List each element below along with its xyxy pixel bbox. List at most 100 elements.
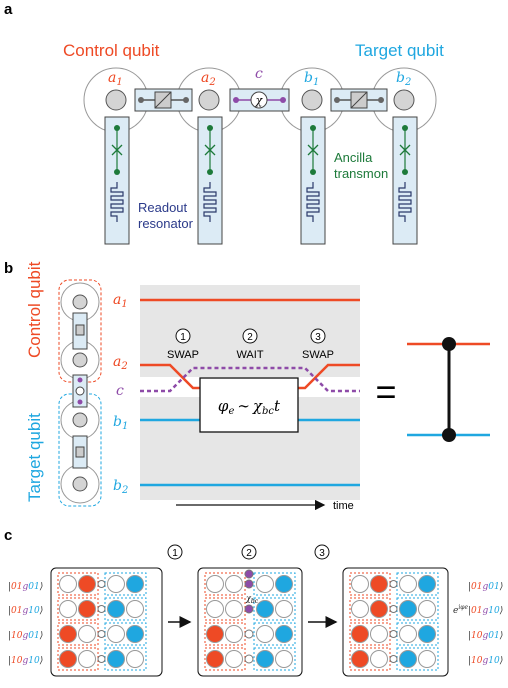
step-2: 2 WAIT <box>236 328 264 361</box>
wait-row-2-control-box <box>204 597 246 621</box>
right-state-4: |10g10⟩ <box>468 656 503 666</box>
state-rows <box>57 569 439 671</box>
initial-row-1-target-box <box>104 572 147 596</box>
svg-text:2: 2 <box>246 548 252 559</box>
initial-row-2-mode-b2 <box>126 600 144 618</box>
initial-row-1-mode-b2 <box>126 575 144 593</box>
svg-text:1: 1 <box>172 548 178 559</box>
initial-row-2-control-box <box>57 597 99 621</box>
initial-row-1-coupler <box>97 580 106 588</box>
final-row-4-mode-a2 <box>370 650 388 668</box>
initial-row-3-mode-b1 <box>107 625 125 643</box>
final-row-2-coupler <box>389 605 398 613</box>
wait-row-4-target-box <box>253 647 296 671</box>
final-row-1-coupler <box>389 580 398 588</box>
initial-row-3-mode-b2 <box>126 625 144 643</box>
phase-box <box>199 377 299 433</box>
final-row-4-mode-b1 <box>399 650 417 668</box>
step-1-label: SWAP <box>167 349 199 361</box>
wait-row-4-control-box <box>204 647 246 671</box>
final-row-2-target-box <box>396 597 439 621</box>
left-state-4: |10g10⟩ <box>8 656 43 666</box>
panel-b-label: b <box>4 260 13 277</box>
readout-label-line1: Readout <box>138 200 188 215</box>
wait-row-1-mode-b2 <box>275 575 293 593</box>
cz-target-dot <box>442 428 456 442</box>
chi-coupler: χ <box>229 88 290 112</box>
final-row-4-coupler <box>389 655 398 663</box>
chi-bc-label: χbc <box>245 594 259 605</box>
wait-row-3-mode-b2 <box>275 625 293 643</box>
initial-row-3-coupler <box>97 630 106 638</box>
ancilla-label-line1: Ancilla <box>334 150 373 165</box>
initial-row-1-mode-a1 <box>59 575 77 593</box>
wait-row-3-target-box <box>253 622 296 646</box>
step-3-label: SWAP <box>302 349 334 361</box>
initial-row-3-mode-a2 <box>78 625 96 643</box>
final-row-3-control-box <box>349 622 391 646</box>
wait-row-1-excited-c <box>244 569 254 579</box>
initial-row-4-target-box <box>104 647 147 671</box>
final-row-1-mode-b1 <box>399 575 417 593</box>
final-row-1-control-box <box>349 572 391 596</box>
final-row-3-mode-b2 <box>418 625 436 643</box>
final-row-2-mode-a2 <box>370 600 388 618</box>
final-row-2-mode-b2 <box>418 600 436 618</box>
readout-column-b1 <box>300 116 326 245</box>
initial-row-4-mode-b2 <box>126 650 144 668</box>
right-state-3: |10g01⟩ <box>468 631 503 641</box>
wait-row-1-mode-b1 <box>256 575 274 593</box>
step-1: 1 SWAP <box>167 328 199 361</box>
cavity-a1 <box>83 67 149 133</box>
step-2-label: WAIT <box>236 349 263 361</box>
final-row-4-mode-b2 <box>418 650 436 668</box>
wait-row-2-mode-b2 <box>275 600 293 618</box>
left-state-2: |01g10⟩ <box>8 606 43 616</box>
wait-row-2-coupler-c <box>244 604 254 614</box>
ancilla-label-line2: transmon <box>334 166 388 181</box>
final-row-1-mode-a2 <box>370 575 388 593</box>
target-qubit-vertical-label: Target qubit <box>25 413 44 502</box>
wait-row-4-coupler-c <box>244 654 254 664</box>
state-box-final <box>342 567 449 677</box>
initial-row-3-control-box <box>57 622 99 646</box>
final-row-3-mode-a1 <box>351 625 369 643</box>
left-state-labels: |01g01⟩ |01g10⟩ |10g01⟩ |10g10⟩ <box>8 582 43 666</box>
wait-row-1-target-box <box>253 572 296 596</box>
wait-row-3-control-box <box>204 622 246 646</box>
right-state-1: |01g01⟩ <box>468 582 503 592</box>
wait-row-1-coupler-c <box>244 579 254 589</box>
step-2-number: 2 <box>247 332 253 343</box>
panel-a-label: a <box>4 1 13 18</box>
line-b2-label: b2 <box>113 478 128 496</box>
initial-row-2-mode-b1 <box>107 600 125 618</box>
svg-text:3: 3 <box>319 548 325 559</box>
wait-row-1-mode-a1 <box>206 575 224 593</box>
cavity-b2 <box>371 67 437 133</box>
final-row-1-mode-a1 <box>351 575 369 593</box>
final-row-3-mode-a2 <box>370 625 388 643</box>
wait-row-2-mode-b1 <box>256 600 274 618</box>
wait-row-2-mode-a2 <box>225 600 243 618</box>
wait-row-4-mode-b1 <box>256 650 274 668</box>
initial-row-1-control-box <box>57 572 99 596</box>
initial-row-2-mode-a1 <box>59 600 77 618</box>
final-row-3-coupler <box>389 630 398 638</box>
line-c <box>140 366 360 393</box>
wait-row-2-mode-a1 <box>206 600 224 618</box>
line-b1-label: b1 <box>113 414 128 432</box>
final-row-4-target-box <box>396 647 439 671</box>
step-3: 3 SWAP <box>302 328 334 361</box>
final-row-2-mode-b1 <box>399 600 417 618</box>
cz-control-dot <box>442 337 456 351</box>
step-number-1: 1 <box>167 544 183 560</box>
initial-row-2-mode-a2 <box>78 600 96 618</box>
initial-row-3-mode-a1 <box>59 625 77 643</box>
initial-row-1-mode-a2 <box>78 575 96 593</box>
wait-row-3-mode-a2 <box>225 625 243 643</box>
initial-row-3-target-box <box>104 622 147 646</box>
equals-sign: = <box>375 371 396 412</box>
final-row-1-mode-b2 <box>418 575 436 593</box>
schematic-stack <box>60 282 100 504</box>
